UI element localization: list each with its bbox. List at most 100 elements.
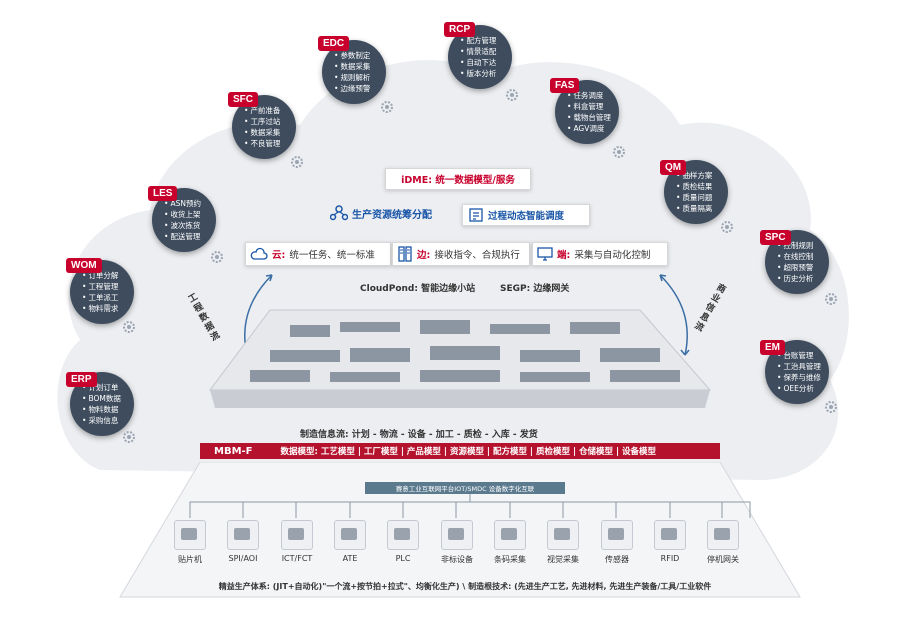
tag-rcp: RCP <box>444 22 476 37</box>
device-plc: PLC <box>382 518 424 574</box>
iot-bar: 赛意工业互联网平台IOT/SMDC 设备数字化互联 <box>365 482 565 494</box>
tag-qm: QM <box>660 160 687 175</box>
segp-label: SEGP: 边缘网关 <box>500 284 570 294</box>
rcp-item: 情景适配 <box>460 46 512 57</box>
factory-illustration <box>209 309 712 408</box>
gear-icon <box>825 293 837 305</box>
em-item: OEE分析 <box>777 383 829 394</box>
qm-item: 质量问题 <box>676 192 728 203</box>
gear-icon <box>825 401 837 413</box>
sensor-icon <box>601 520 633 550</box>
iot-label: 赛意工业互联网平台IOT/SMDC 设备数字化互联 <box>395 485 535 493</box>
wom-item: 工程管理 <box>82 281 134 292</box>
footer-text: 精益生产体系: (JIT+自动化)"一个流+按节拍+拉式"、均衡化生产) \ 制… <box>218 582 712 591</box>
sfc-item: 工序过站 <box>244 116 296 127</box>
module-spc: 控制规则在线控制超限预警历史分析 <box>765 230 829 294</box>
device-vision: 视觉采集 <box>542 518 584 574</box>
gear-icon <box>211 251 223 263</box>
module-fas: 任务调度料盒管理载物台管理AGV调度 <box>555 80 619 144</box>
rcp-item: 配方管理 <box>460 35 512 46</box>
rfid-icon <box>654 520 686 550</box>
les-item: 配送管理 <box>164 231 216 242</box>
erp-item: 采购信息 <box>82 415 134 426</box>
device-spi-aoi: SPI/AOI <box>222 518 264 574</box>
device-sensor: 传感器 <box>596 518 638 574</box>
tag-erp: ERP <box>66 372 97 387</box>
ict-fct-icon <box>281 520 313 550</box>
smt-icon <box>174 520 206 550</box>
idme-label: iDME: 统一数据模型/服务 <box>401 175 515 186</box>
device-label: RFID <box>660 554 680 563</box>
les-item: 波次拣货 <box>164 220 216 231</box>
erp-item: BOM数据 <box>82 393 134 404</box>
em-item: 工治具管理 <box>777 361 829 372</box>
les-item: ASN预约 <box>164 198 216 209</box>
edc-item: 数据采集 <box>334 61 386 72</box>
cloud-layer-label: 云: <box>272 250 286 261</box>
wom-item: 订单分解 <box>82 270 134 281</box>
qm-item: 抽样方案 <box>676 170 728 181</box>
spc-item: 控制规则 <box>777 240 829 251</box>
fas-item: 任务调度 <box>567 90 619 101</box>
edge-layer-text: 接收指令、合规执行 <box>434 250 520 261</box>
iot-connectors <box>189 494 751 518</box>
edc-item: 边缘预警 <box>334 83 386 94</box>
device-barcode: 条码采集 <box>489 518 531 574</box>
tag-fas: FAS <box>550 78 580 93</box>
device-label: PLC <box>395 554 411 563</box>
device-gateway: 停机网关 <box>702 518 744 574</box>
device-label: 非标设备 <box>441 555 473 564</box>
ate-icon <box>334 520 366 550</box>
wom-item: 物料需求 <box>82 303 134 314</box>
device-smt: 贴片机 <box>169 518 211 574</box>
erp-item: 物料数据 <box>82 404 134 415</box>
erp-item: 计划订单 <box>82 382 134 393</box>
mbm-models: 数据模型: 工艺模型 | 工厂模型 | 产品模型 | 资源模型 | 配方模型 |… <box>280 447 657 457</box>
fas-item: AGV调度 <box>567 123 619 134</box>
wom-item: 工单派工 <box>82 292 134 303</box>
resource-label: 生产资源统筹分配 <box>352 209 432 221</box>
server-icon <box>398 246 412 262</box>
tag-em: EM <box>760 340 785 355</box>
device-label: 条码采集 <box>494 555 526 564</box>
idme-box: iDME: 统一数据模型/服务 <box>385 168 531 190</box>
rcp-item: 自动下达 <box>460 57 512 68</box>
monitor-icon <box>537 247 553 261</box>
sfc-item: 产前准备 <box>244 105 296 116</box>
business-flow-arrow <box>659 274 690 356</box>
device-label: ICT/FCT <box>281 554 313 563</box>
resource-allocation: 生产资源统筹分配 <box>330 205 432 221</box>
em-item: 保养与维修 <box>777 372 829 383</box>
plc-icon <box>387 520 419 550</box>
fas-item: 料盒管理 <box>567 101 619 112</box>
spc-item: 在线控制 <box>777 251 829 262</box>
cloud-layer-text: 统一任务、统一标准 <box>289 250 375 261</box>
gear-icon <box>613 146 625 158</box>
edc-item: 参数制定 <box>334 50 386 61</box>
tag-les: LES <box>148 186 178 201</box>
device-label: 停机网关 <box>707 555 739 564</box>
schedule-icon <box>469 208 483 222</box>
les-item: 收货上架 <box>164 209 216 220</box>
device-ict-fct: ICT/FCT <box>276 518 318 574</box>
tag-wom: WOM <box>66 258 102 273</box>
spi-aoi-icon <box>227 520 259 550</box>
mbm-banner: MBM-F 数据模型: 工艺模型 | 工厂模型 | 产品模型 | 资源模型 | … <box>200 443 720 459</box>
em-item: 台账管理 <box>777 350 829 361</box>
nonstandard-icon <box>441 520 473 550</box>
barcode-icon <box>494 520 526 550</box>
gear-icon <box>506 89 518 101</box>
edge-layer-label: 边: <box>417 250 431 261</box>
gear-icon <box>123 431 135 443</box>
edc-item: 规则解析 <box>334 72 386 83</box>
end-layer-text: 采集与自动化控制 <box>574 250 651 261</box>
gear-icon <box>721 221 733 233</box>
device-label: 传感器 <box>605 555 629 564</box>
spc-item: 历史分析 <box>777 273 829 284</box>
spc-item: 超限预警 <box>777 262 829 273</box>
cloud-icon <box>250 247 268 260</box>
tag-sfc: SFC <box>228 92 258 107</box>
edge-layer-box: 边: 接收指令、合规执行 <box>392 242 530 266</box>
cloudpond-label: CloudPond: 智能边缘小站 <box>360 284 476 294</box>
fas-item: 载物台管理 <box>567 112 619 123</box>
